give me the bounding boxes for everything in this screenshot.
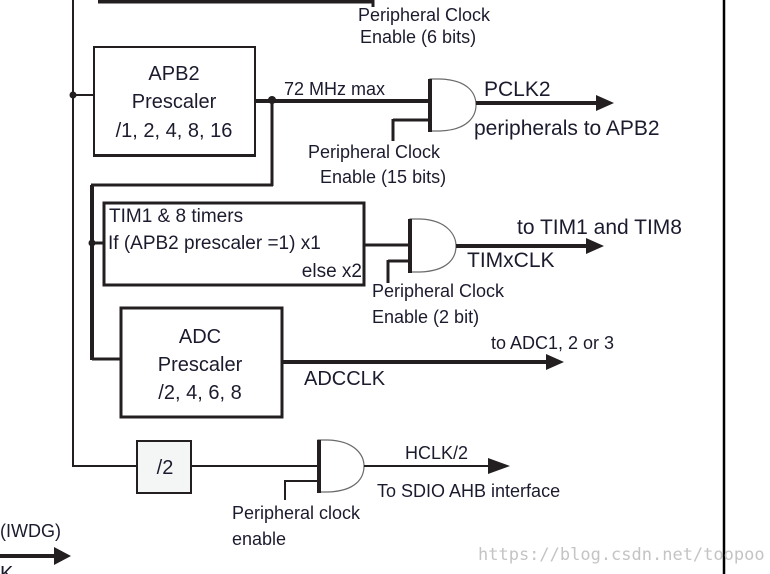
adc-prescaler-box	[119, 306, 284, 419]
sdio-enable-label-line2: enable	[232, 529, 286, 549]
pclk2-and-gate	[391, 78, 477, 141]
hclk-bus	[69, 0, 137, 467]
hclk2-output-arrow	[364, 458, 510, 474]
hclk-divider-box	[136, 440, 192, 494]
adc-prescaler-subtitle: Prescaler	[158, 354, 243, 376]
apb2-max-frequency-label: 72 MHz max	[284, 79, 385, 99]
watermark-text: https://blog.csdn.net/toopoo	[478, 545, 765, 565]
adc-prescaler-values: /2, 4, 6, 8	[158, 382, 241, 404]
top-enable-label-line2: Enable (6 bits)	[360, 27, 476, 47]
junction-dot	[69, 91, 77, 99]
iwdg-label: (IWDG)	[0, 521, 61, 541]
tim-multiplier-else: else x2	[302, 261, 362, 282]
pclk2-destination-label: peripherals to APB2	[474, 117, 660, 140]
apb2-prescaler-title: APB2	[148, 63, 199, 85]
tim-multiplier-title: TIM1 & 8 timers	[109, 206, 243, 227]
pclk2-output-arrow	[476, 95, 614, 111]
sdio-destination-label: To SDIO AHB interface	[377, 481, 560, 501]
tim-multiplier-box	[102, 201, 366, 287]
timx-enable-label-line2: Enable (2 bit)	[372, 307, 479, 327]
timx-and-gate	[364, 218, 457, 283]
apb2-prescaler-subtitle: Prescaler	[132, 91, 217, 113]
timx-output-arrow	[456, 238, 604, 254]
adcclk-output-arrow	[282, 354, 564, 370]
timxclk-label: TIMxCLK	[467, 249, 555, 272]
pclk2-label: PCLK2	[484, 78, 551, 101]
timx-enable-label-line1: Peripheral Clock	[372, 281, 505, 301]
apb2-prescaler-values: /1, 2, 4, 8, 16	[116, 120, 233, 142]
adc-prescaler-title: ADC	[179, 326, 221, 348]
sdio-enable-label-line1: Peripheral clock	[232, 503, 361, 523]
top-bus-fragment	[98, 0, 375, 7]
hclk-divider-label: /2	[157, 457, 174, 479]
timx-destination-label: to TIM1 and TIM8	[517, 216, 682, 239]
iwdg-output-arrow	[0, 547, 71, 565]
top-enable-label-line1: Peripheral Clock	[358, 5, 491, 25]
hclk2-label: HCLK/2	[405, 443, 468, 463]
pclk2-enable-label-line2: Enable (15 bits)	[320, 167, 446, 187]
adcclk-label: ADCCLK	[304, 368, 386, 390]
adc-destination-label: to ADC1, 2 or 3	[491, 333, 614, 353]
sdio-and-gate	[191, 439, 365, 500]
apb2-output-bus	[88, 96, 431, 361]
tim-multiplier-condition: If (APB2 prescaler =1) x1	[108, 233, 321, 254]
iwdg-clock-label-partial: K	[0, 563, 14, 574]
pclk2-enable-label-line1: Peripheral Clock	[308, 142, 441, 162]
